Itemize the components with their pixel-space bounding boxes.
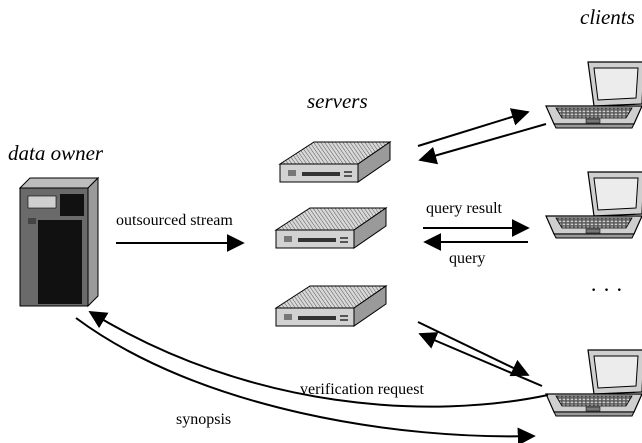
rack-server-icon	[279, 141, 391, 183]
verification-request-arrow	[88, 311, 549, 408]
rack-server-icon	[275, 285, 387, 327]
rack-server-icon	[275, 207, 387, 249]
query-result-label: query result	[426, 200, 503, 217]
laptop-icon	[545, 349, 642, 417]
data-owner-label: data owner	[8, 141, 104, 165]
client1-download-arrow	[418, 123, 547, 165]
laptop-icon	[545, 171, 642, 239]
ellipsis-label: · · ·	[590, 277, 623, 302]
query-label: query	[449, 250, 485, 267]
servers-label: servers	[307, 89, 368, 113]
laptop-icon	[545, 61, 642, 129]
synopsis-arrow	[75, 317, 536, 443]
verification-request-label: verification request	[300, 381, 425, 398]
outsourced-stream-label: outsourced stream	[116, 212, 233, 229]
client3-download-arrow	[418, 332, 543, 387]
client1-upload-arrow	[417, 108, 530, 147]
synopsis-label: synopsis	[176, 411, 231, 428]
clients-label: clients	[580, 5, 635, 29]
client3-upload-arrow	[417, 321, 530, 377]
tower-server-icon	[18, 176, 100, 308]
